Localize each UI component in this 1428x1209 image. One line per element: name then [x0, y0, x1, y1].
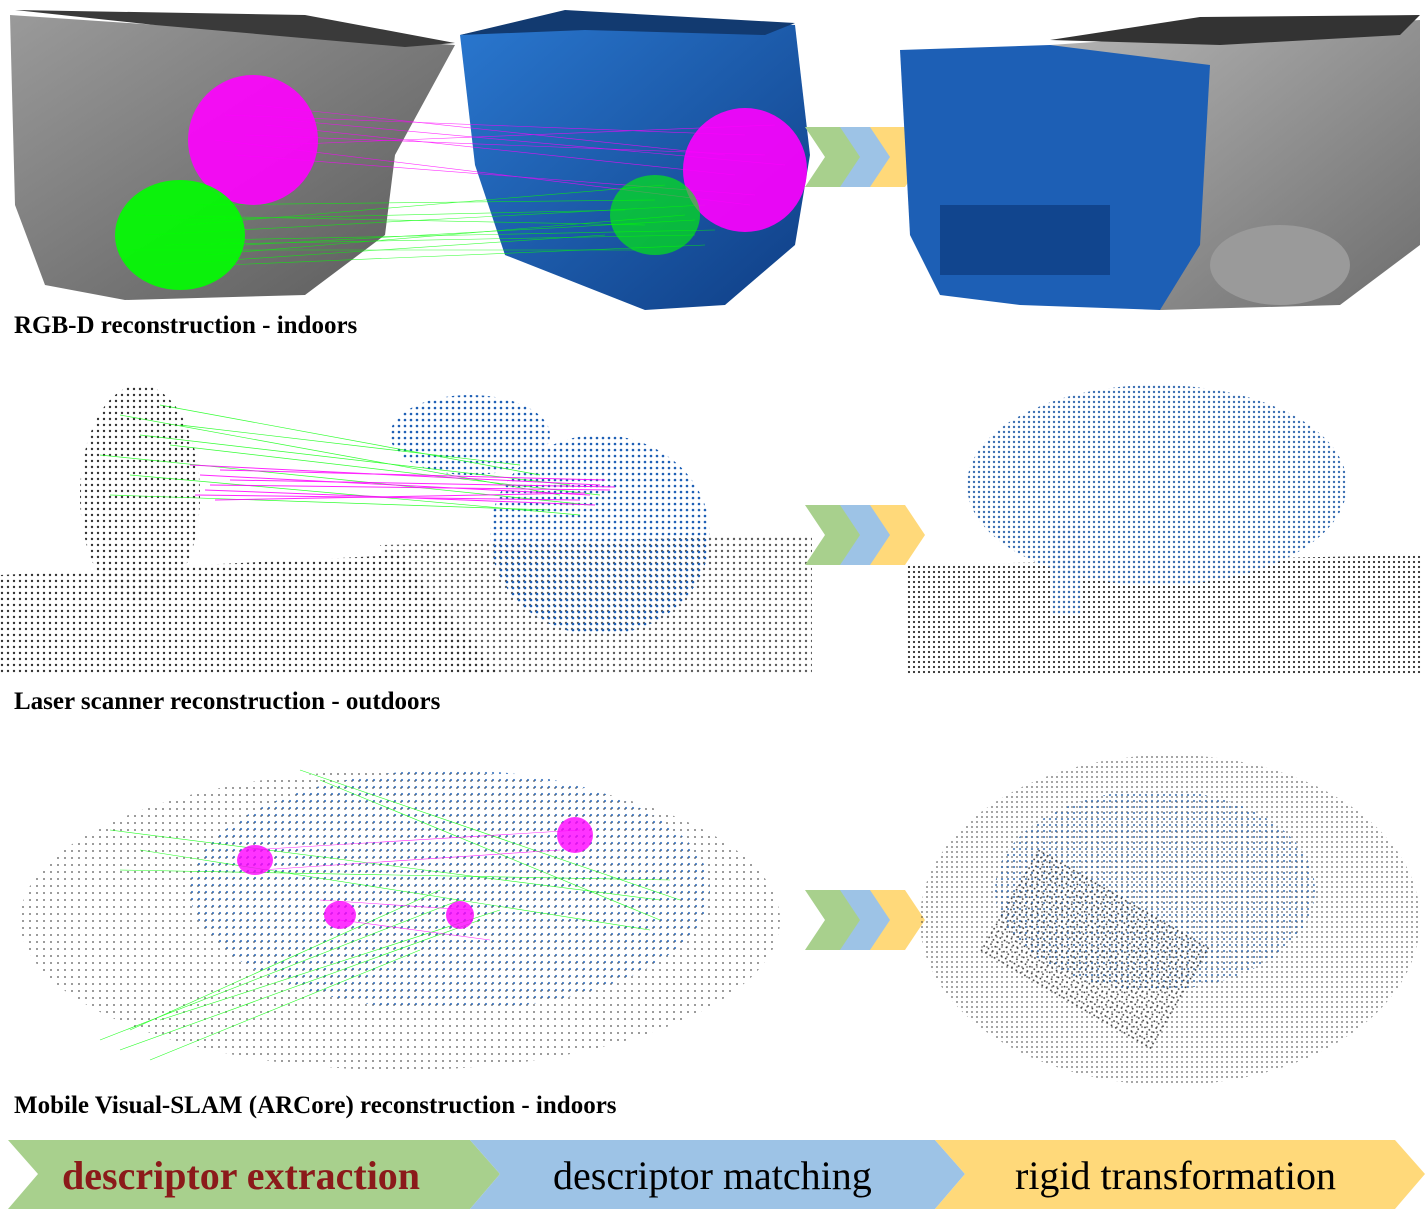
magenta-match-lines	[249, 829, 581, 941]
magenta-cluster	[557, 817, 593, 853]
stage-label-extraction: descriptor extraction	[62, 1153, 421, 1198]
stage-extraction-shape	[8, 1140, 500, 1209]
magenta-cluster	[237, 845, 273, 875]
source-ceiling	[15, 10, 455, 47]
magenta-match-lines	[189, 464, 616, 506]
aligned-stairs	[978, 848, 1212, 1052]
slam-result-panel	[920, 755, 1420, 1085]
row-label-rgbd: RGB-D reconstruction - indoors	[14, 312, 358, 339]
bed-shape	[940, 205, 1110, 275]
aligned-ground	[907, 555, 1422, 675]
tree-scan-right	[490, 435, 710, 635]
rgbd-result-panel	[900, 15, 1420, 310]
source-magenta-region	[188, 75, 318, 205]
stage-label-transformation: rigid transformation	[1015, 1153, 1337, 1198]
pillow-shape	[1210, 225, 1350, 305]
target-ceiling	[460, 10, 795, 35]
stage-transformation-shape	[935, 1140, 1425, 1209]
aligned-tree	[967, 385, 1347, 585]
row-label-slam: Mobile Visual-SLAM (ARCore) reconstructi…	[14, 1092, 617, 1119]
laser-input-panel	[0, 385, 812, 675]
chevron-arrow-icon	[805, 890, 925, 950]
target-magenta-region	[683, 108, 807, 232]
stage-matching-shape	[470, 1140, 965, 1209]
green-match-lines	[99, 769, 681, 1061]
target-green-region	[610, 175, 700, 255]
tree-scan-left	[80, 385, 200, 605]
row-label-laser: Laser scanner reconstruction - outdoors	[14, 688, 441, 715]
foliage-scan	[390, 395, 550, 475]
target-room-mesh	[460, 13, 810, 310]
slam-input-panel	[20, 769, 780, 1070]
magenta-cluster	[324, 901, 356, 929]
source-green-region	[115, 180, 245, 290]
sparse-cloud-blue	[190, 770, 710, 1010]
pipeline-bar	[8, 1140, 1425, 1209]
aligned-trunk	[1052, 525, 1082, 615]
magenta-cluster	[446, 901, 474, 929]
chevron-arrow-icon	[805, 505, 925, 565]
aligned-ceiling	[1050, 15, 1420, 45]
stage-label-matching: descriptor matching	[553, 1153, 872, 1198]
laser-result-panel	[907, 385, 1422, 675]
rgbd-input-panel	[10, 10, 810, 310]
green-match-lines	[99, 404, 601, 516]
